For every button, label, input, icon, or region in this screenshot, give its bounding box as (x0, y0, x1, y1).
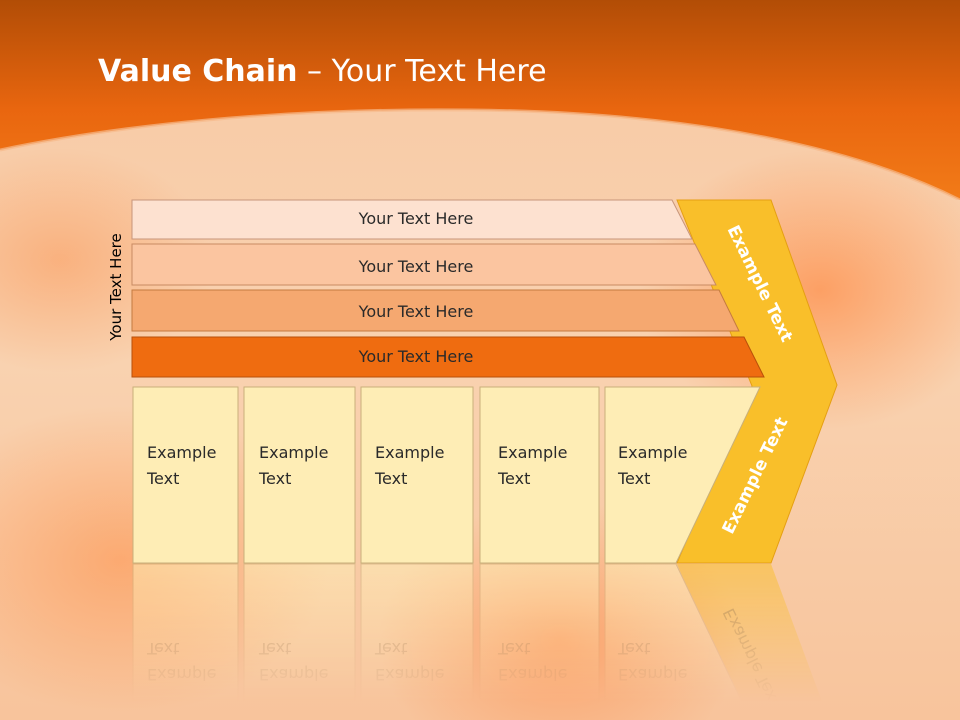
tier-2: Your Text Here (131, 243, 717, 286)
title-bold: Value Chain (98, 54, 298, 89)
svg-text:Text: Text (374, 639, 407, 658)
svg-text:Example: Example (259, 665, 328, 684)
tier-4: Your Text Here (131, 336, 765, 378)
title-rest: – Your Text Here (297, 54, 547, 89)
tier-2-label: Your Text Here (358, 257, 474, 276)
block-2: Example Text (243, 386, 356, 564)
block-1-line1: Example (147, 443, 216, 462)
svg-text:Text: Text (497, 639, 530, 658)
block-5-line1: Example (618, 443, 687, 462)
reflection (132, 563, 829, 720)
block-4: Example Text (479, 386, 600, 564)
tier-3-label: Your Text Here (358, 302, 474, 321)
svg-text:Text: Text (146, 639, 179, 658)
tier-1-label: Your Text Here (358, 209, 474, 228)
block-2-line2: Text (258, 469, 291, 488)
block-3-line2: Text (374, 469, 407, 488)
svg-text:Text: Text (617, 639, 650, 658)
svg-text:Example: Example (498, 665, 567, 684)
block-1-line2: Text (146, 469, 179, 488)
block-4-line1: Example (498, 443, 567, 462)
chevron-reflection (677, 564, 829, 720)
block-2-line1: Example (259, 443, 328, 462)
tier-4-label: Your Text Here (358, 347, 474, 366)
tier-3: Your Text Here (131, 289, 740, 332)
svg-text:Example: Example (618, 665, 687, 684)
tier-1: Your Text Here (131, 199, 693, 240)
block-3: Example Text (360, 386, 474, 564)
page-title: Value Chain – Your Text Here (98, 54, 547, 89)
block-5-line2: Text (617, 469, 650, 488)
svg-text:Text: Text (258, 639, 291, 658)
block-4-line2: Text (497, 469, 530, 488)
header-band (0, 0, 960, 200)
block-3-line1: Example (375, 443, 444, 462)
block-5: Example Text (604, 386, 761, 564)
block-1: Example Text (132, 386, 239, 564)
svg-text:Example: Example (147, 665, 216, 684)
svg-text:Example: Example (375, 665, 444, 684)
